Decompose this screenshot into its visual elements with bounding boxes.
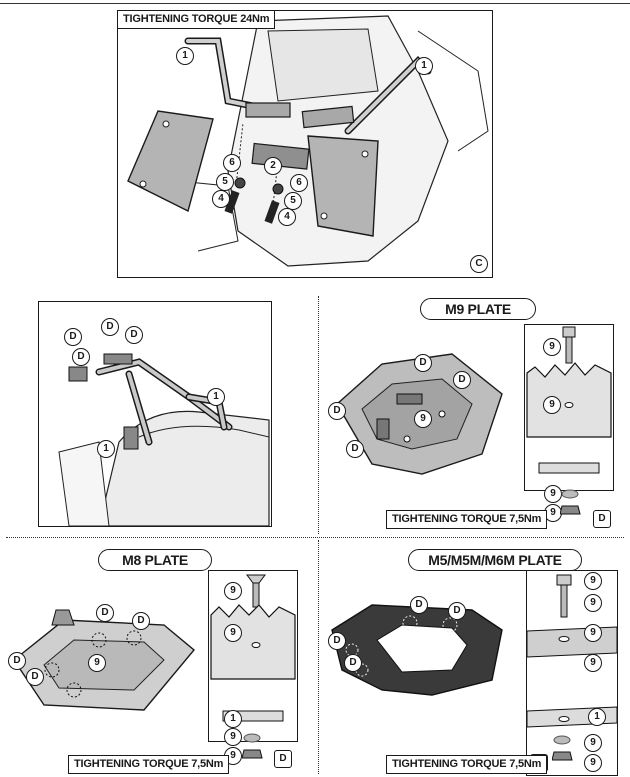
callout-6-left: 6 (223, 154, 241, 172)
m5-callout-d-2: D (448, 602, 466, 620)
m5-callout-9-washer: 9 (584, 734, 602, 752)
top-border-line (0, 3, 630, 4)
m8-bolt-detail (210, 574, 296, 722)
m9-callout-d-4: D (346, 440, 364, 458)
top-panel: TIGHTENING TORQUE 24Nm 1 1 2 6 6 5 5 4 4… (117, 10, 493, 278)
m8-callout-9-washer: 9 (224, 728, 242, 746)
callout-1-rail: 1 (207, 388, 225, 406)
m5-plate-title: M5/M5M/M6M PLATE (408, 549, 582, 571)
m5-callout-9-plate: 9 (584, 654, 602, 672)
mid-left-panel: D D D D 1 1 (38, 301, 272, 527)
corner-badge-c: C (470, 255, 488, 273)
m9-callout-9-plate: 9 (414, 410, 432, 428)
m5-detail-box (526, 570, 618, 776)
m9-washer-nut-icon (560, 489, 581, 515)
callout-d-4: D (72, 348, 90, 366)
callout-5-left: 5 (216, 173, 234, 191)
callout-d-3: D (125, 326, 143, 344)
m9-callout-9-bolt: 9 (543, 338, 561, 356)
m8-callout-d-4: D (26, 668, 44, 686)
m9-detail-box (524, 324, 614, 491)
m8-callout-d-1: D (96, 604, 114, 622)
m8-callout-9-bolt: 9 (224, 582, 242, 600)
callout-4-right: 4 (278, 208, 296, 226)
divider-vertical-mid (318, 296, 319, 534)
m8-callout-d-2: D (132, 612, 150, 630)
m8-callout-9-plate: 9 (88, 654, 106, 672)
m9-plate-title: M9 PLATE (420, 298, 536, 320)
top-bracket-illustration (127, 15, 489, 267)
m9-callout-9-wedge: 9 (543, 396, 561, 414)
divider-horizontal (6, 537, 624, 538)
m8-detail-box (208, 570, 298, 742)
m9-callout-d-1: D (414, 354, 432, 372)
m9-bolt-detail (526, 326, 612, 474)
rack-on-bike-illustration (58, 353, 270, 526)
m8-callout-1-rail: 1 (224, 710, 242, 728)
m5-callout-d-4: D (344, 654, 362, 672)
callout-1-lower: 1 (97, 440, 115, 458)
callout-d-2: D (101, 318, 119, 336)
m5-callout-9-washer-top: 9 (584, 624, 602, 642)
torque-label-top: TIGHTENING TORQUE 24Nm (117, 10, 276, 29)
callout-2: 2 (264, 157, 282, 175)
m8-callout-d-3: D (8, 652, 26, 670)
m5-plate-panel: D D D D 9 9 9 9 1 9 9 D (322, 570, 628, 776)
m9-torque-label: TIGHTENING TORQUE 7,5Nm (386, 510, 548, 529)
callout-4-left: 4 (212, 190, 230, 208)
m5-callout-9-nut: 9 (584, 754, 602, 772)
m8-plate-title: M8 PLATE (98, 549, 212, 571)
m9-callout-d-3: D (328, 402, 346, 420)
m5-washer-nut-icon (552, 735, 573, 761)
m8-torque-label: TIGHTENING TORQUE 7,5Nm (68, 755, 230, 774)
m8-plate-panel: D D D D 9 9 9 1 9 9 D (4, 570, 304, 774)
m5-callout-d-3: D (328, 632, 346, 650)
callout-1-left: 1 (176, 47, 194, 65)
m8-callout-d-nut: D (274, 750, 292, 768)
m8-washer-nut-icon (242, 733, 263, 759)
m5-callout-d-1: D (410, 596, 428, 614)
callout-6-right: 6 (290, 174, 308, 192)
m9-callout-d-nut: D (593, 510, 611, 528)
m5-callout-9-head: 9 (584, 572, 602, 590)
m8-callout-9-wedge: 9 (224, 624, 242, 642)
divider-vertical-bottom (318, 540, 319, 774)
m5-callout-1-rail: 1 (588, 708, 606, 726)
m5-plate-illustration (331, 604, 503, 696)
m5-callout-9-shank: 9 (584, 594, 602, 612)
m9-plate-panel: D D D D 9 9 9 9 9 D (322, 324, 626, 529)
callout-1-right: 1 (415, 57, 433, 75)
m9-callout-d-2: D (453, 371, 471, 389)
callout-d-1: D (64, 328, 82, 346)
m5-torque-label: TIGHTENING TORQUE 7,5Nm (386, 755, 548, 774)
